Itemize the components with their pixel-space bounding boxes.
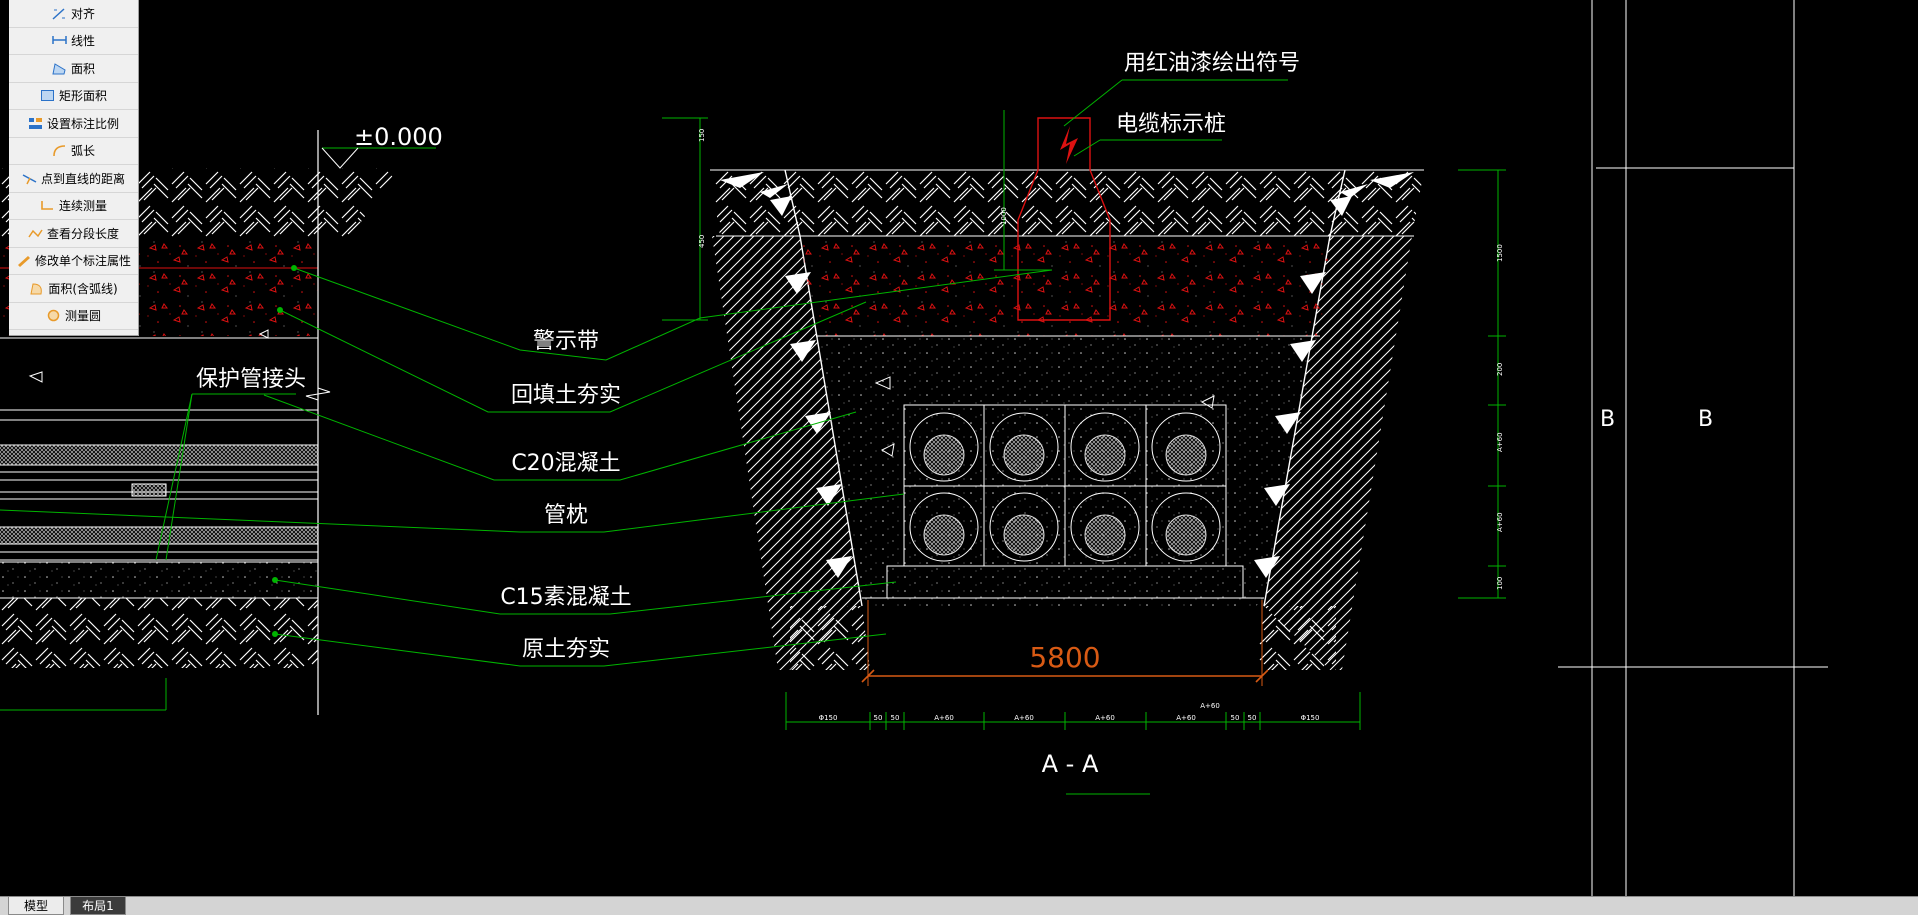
align-dimension-icon — [52, 8, 65, 20]
continuous-measure-button[interactable]: 连续测量 — [9, 193, 138, 220]
section-title: A - A — [1042, 750, 1099, 778]
segment-length-button[interactable]: 查看分段长度 — [9, 220, 138, 248]
area-button[interactable]: 面积 — [9, 55, 138, 83]
cable-marker-label: 电缆标示桩 — [1116, 112, 1226, 137]
tool-label: 连续测量 — [58, 199, 107, 214]
bottom-dim-8: A+60 — [1200, 702, 1220, 710]
dimension-scale-icon — [28, 117, 42, 129]
point-line-distance-icon — [22, 174, 37, 185]
bottom-dim-11: Φ150 — [1301, 714, 1320, 722]
right-dim-2: 200 — [1496, 363, 1504, 376]
bottom-dim-4: A+60 — [934, 714, 954, 722]
tab-model[interactable]: 模型 — [8, 897, 64, 915]
bottom-dim-10: 50 — [1248, 714, 1257, 722]
area-arc-button[interactable]: 面积(含弧线) — [9, 275, 138, 303]
bottom-dim-1: Φ150 — [819, 714, 838, 722]
right-dim-5: 100 — [1496, 577, 1504, 590]
tool-label: 修改单个标注属性 — [34, 254, 131, 269]
layer-leaders — [0, 267, 1053, 667]
area-arc-icon — [30, 283, 43, 295]
tool-label: 面积 — [70, 61, 95, 76]
rectangle-area-button[interactable]: 矩形面积 — [9, 83, 138, 110]
section-b-label-right: B — [1698, 407, 1713, 432]
tab-layout1[interactable]: 布局1 — [70, 897, 126, 915]
section-b-label-left: B — [1600, 407, 1615, 432]
dimension-scale-button[interactable]: 设置标注比例 — [9, 110, 138, 138]
elevation-label: ±0.000 — [354, 123, 443, 151]
protect-joint-label: 保护管接头 — [196, 367, 306, 392]
linear-dimension-icon — [52, 36, 67, 45]
bottom-dim-9: 50 — [1231, 714, 1240, 722]
pipe-pillow-label: 管枕 — [544, 503, 588, 528]
tool-label: 对齐 — [70, 6, 95, 21]
area-icon — [52, 62, 66, 75]
marker-dim-label: 1000 — [1000, 207, 1008, 225]
warning-tape-label: 警示带 — [533, 329, 599, 354]
arc-length-icon — [53, 145, 66, 157]
bottom-dim-3: 50 — [891, 714, 900, 722]
measure-toolbar: 对齐 线性 面积 矩形面积 设置标注比例 弧长 点到直线的距离 连续测量 查看分… — [9, 0, 139, 336]
tool-label: 面积(含弧线) — [48, 281, 118, 296]
bottom-dim-5: A+60 — [1014, 714, 1034, 722]
layout-tab-bar: 模型 布局1 — [0, 896, 1918, 915]
point-line-distance-button[interactable]: 点到直线的距离 — [9, 165, 138, 193]
c15-concrete-label: C15素混凝土 — [500, 585, 631, 610]
trench-section: 1000 用红油漆绘出符号 电缆标示桩 150 450 1500 200 A+6… — [662, 51, 1506, 795]
tool-label: 弧长 — [70, 144, 95, 159]
bottom-dim-2: 50 — [874, 714, 883, 722]
left-dim-1: 150 — [698, 129, 706, 142]
rectangle-area-icon — [40, 90, 54, 102]
c20-concrete-label: C20混凝土 — [511, 451, 620, 476]
red-paint-label: 用红油漆绘出符号 — [1124, 51, 1300, 76]
backfill-label: 回填土夯实 — [511, 383, 621, 408]
bottom-dim-6: A+60 — [1095, 714, 1115, 722]
cad-drawing-canvas[interactable]: ±0.000 保护管接头 — [0, 0, 1918, 896]
measure-circle-icon — [47, 310, 60, 322]
align-dimension-button[interactable]: 对齐 — [9, 0, 138, 28]
bottom-dim-7: A+60 — [1176, 714, 1196, 722]
original-soil-label: 原土夯实 — [522, 637, 610, 662]
right-dim-4: A+60 — [1496, 512, 1504, 532]
tool-label: 测量圆 — [64, 309, 101, 324]
segment-length-icon — [28, 229, 43, 238]
linear-dimension-button[interactable]: 线性 — [9, 28, 138, 55]
edit-dimension-button[interactable]: 修改单个标注属性 — [9, 248, 138, 275]
tool-label: 矩形面积 — [58, 89, 107, 104]
edit-dimension-icon — [17, 256, 30, 268]
left-dim-2: 450 — [698, 235, 706, 248]
right-dim-1: 1500 — [1496, 244, 1504, 262]
leader-dots — [272, 265, 297, 637]
tool-label: 查看分段长度 — [46, 226, 119, 241]
total-width-label: 5800 — [1029, 641, 1100, 674]
tool-label: 线性 — [70, 34, 95, 49]
continuous-measure-icon — [41, 201, 53, 211]
right-dim-3: A+60 — [1496, 432, 1504, 452]
measure-circle-button[interactable]: 测量圆 — [9, 303, 138, 330]
arc-length-button[interactable]: 弧长 — [9, 138, 138, 165]
section-b-frame — [1558, 0, 1828, 896]
tool-label: 设置标注比例 — [46, 116, 119, 131]
tool-label: 点到直线的距离 — [40, 171, 125, 186]
